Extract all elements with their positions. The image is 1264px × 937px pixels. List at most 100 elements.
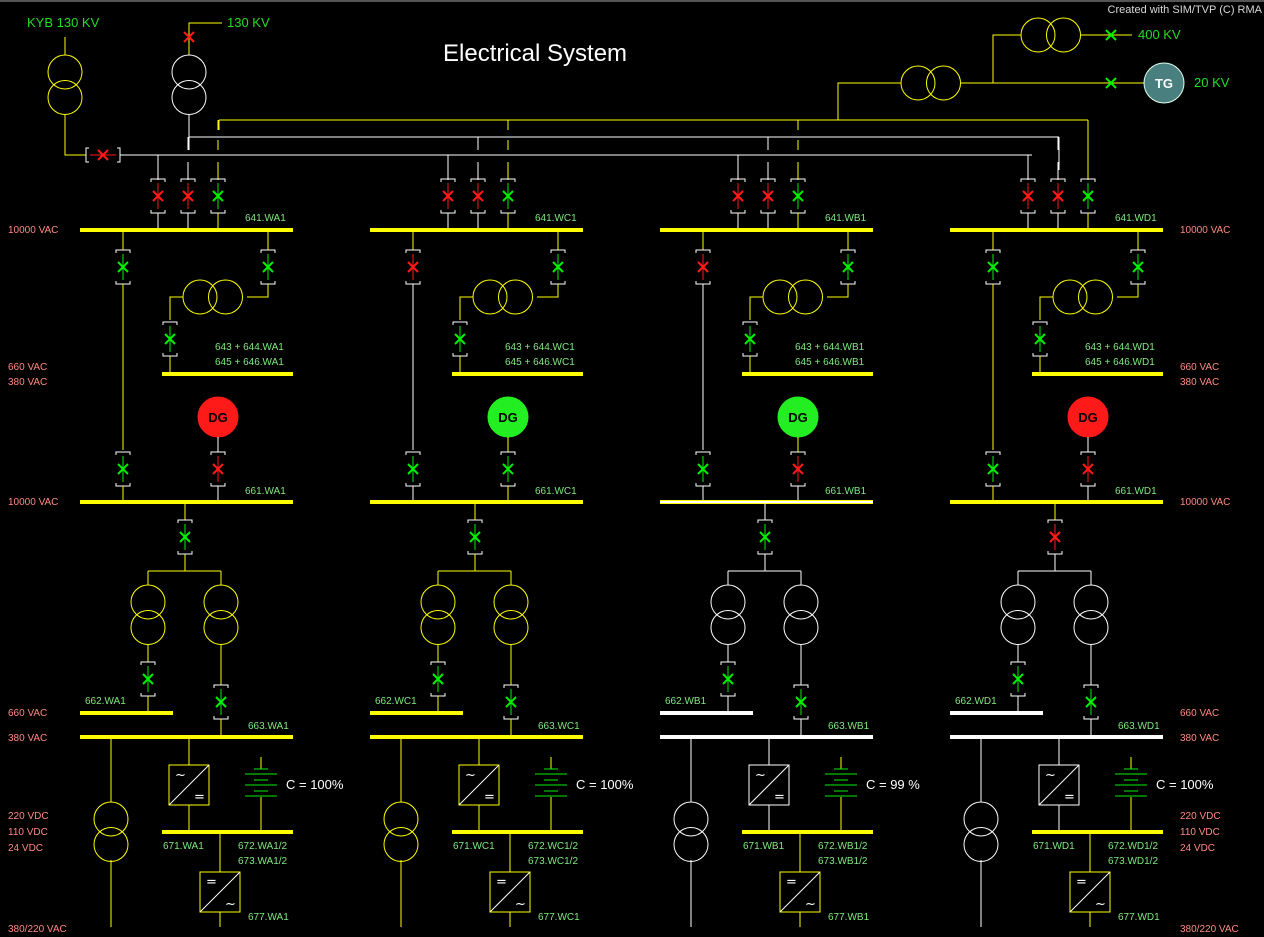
incomer-breaker[interactable]: [730, 178, 746, 214]
dg-breaker[interactable]: [500, 451, 516, 487]
transformer-400kv[interactable]: [1020, 17, 1081, 53]
incomer-breaker[interactable]: [500, 178, 516, 214]
breaker-bracket-bottom: [1032, 353, 1048, 357]
incomer-breaker[interactable]: [440, 178, 456, 214]
distribution-transformer-662[interactable]: [710, 584, 746, 645]
ac-symbol: ~: [1095, 897, 1106, 912]
distribution-transformer-662[interactable]: [130, 584, 166, 645]
tie-breaker-upper[interactable]: [985, 249, 1001, 285]
tie-breaker-upper[interactable]: [115, 249, 131, 285]
aux-transformer[interactable]: [472, 279, 533, 315]
transformer-380-220[interactable]: [93, 801, 129, 862]
breaker-130kv[interactable]: [183, 31, 195, 43]
aux-breaker-hv[interactable]: [550, 249, 566, 285]
feeder-breaker-661[interactable]: [757, 519, 773, 555]
dg-breaker[interactable]: [1080, 451, 1096, 487]
transformer-kyb[interactable]: [47, 54, 83, 115]
incomer-breaker[interactable]: [180, 178, 196, 214]
turbine-generator[interactable]: TG: [1143, 62, 1185, 104]
breaker-bracket-bottom: [757, 551, 773, 555]
tie-breaker-lower[interactable]: [985, 451, 1001, 487]
breaker-bracket-top: [210, 178, 226, 182]
incomer-breaker[interactable]: [1020, 178, 1036, 214]
transformer-380-220[interactable]: [673, 801, 709, 862]
dc-symbol: =: [496, 875, 507, 890]
breaker-bracket-top: [115, 249, 131, 253]
breaker-662[interactable]: [1010, 661, 1026, 697]
breaker-bracket-bottom: [430, 693, 446, 697]
distribution-transformer-663[interactable]: [493, 584, 529, 645]
breaker-663[interactable]: [503, 684, 519, 720]
tie-breaker-lower[interactable]: [695, 451, 711, 487]
breaker-663[interactable]: [793, 684, 809, 720]
aux-breaker-lv[interactable]: [1032, 321, 1048, 357]
aux-transformer[interactable]: [762, 279, 823, 315]
distribution-transformer-663[interactable]: [783, 584, 819, 645]
dg-breaker[interactable]: [790, 451, 806, 487]
transformer-380-220[interactable]: [383, 801, 419, 862]
tie-breaker-lower[interactable]: [115, 451, 131, 487]
incomer-breaker[interactable]: [470, 178, 486, 214]
diesel-generator[interactable]: DG: [197, 396, 239, 438]
rectifier-icon[interactable]: ~=: [748, 764, 790, 806]
aux-transformer[interactable]: [1052, 279, 1113, 315]
dg-breaker[interactable]: [210, 451, 226, 487]
aux-breaker-hv[interactable]: [1130, 249, 1146, 285]
incomer-breaker[interactable]: [760, 178, 776, 214]
rectifier-icon[interactable]: ~=: [168, 764, 210, 806]
inverter-icon[interactable]: =~: [489, 871, 531, 913]
breaker-400kv[interactable]: [1105, 29, 1117, 41]
tie-breaker-kyb[interactable]: [85, 147, 121, 163]
voltage-label-left: 10000 VAC: [8, 225, 58, 236]
bus-label-645: 645 + 646.WC1: [505, 357, 575, 368]
breaker-x-icon: [215, 696, 227, 708]
wire: [1117, 284, 1139, 298]
incomer-breaker[interactable]: [1050, 178, 1066, 214]
distribution-transformer-663[interactable]: [1073, 584, 1109, 645]
feeder-breaker-661[interactable]: [467, 519, 483, 555]
breaker-x-icon: [552, 261, 564, 273]
transformer-380-220[interactable]: [963, 801, 999, 862]
transformer-winding: [472, 279, 508, 315]
incomer-breaker[interactable]: [150, 178, 166, 214]
aux-breaker-hv[interactable]: [840, 249, 856, 285]
breaker-662[interactable]: [720, 661, 736, 697]
feeder-breaker-661[interactable]: [1047, 519, 1063, 555]
incomer-breaker[interactable]: [790, 178, 806, 214]
distribution-transformer-663[interactable]: [203, 584, 239, 645]
diesel-generator[interactable]: DG: [487, 396, 529, 438]
incomer-breaker[interactable]: [210, 178, 226, 214]
breaker-x-icon: [762, 190, 774, 202]
distribution-transformer-662[interactable]: [1000, 584, 1036, 645]
tie-breaker-lower[interactable]: [405, 451, 421, 487]
rectifier-icon[interactable]: ~=: [1038, 764, 1080, 806]
transformer-main[interactable]: [900, 65, 961, 101]
tie-breaker-upper[interactable]: [695, 249, 711, 285]
breaker-663[interactable]: [213, 684, 229, 720]
bus-label-677: 677.WB1: [828, 912, 870, 923]
breaker-tg[interactable]: [1105, 77, 1117, 89]
diesel-generator[interactable]: DG: [777, 396, 819, 438]
diesel-generator[interactable]: DG: [1067, 396, 1109, 438]
breaker-bracket-top: [115, 451, 131, 455]
breaker-662[interactable]: [140, 661, 156, 697]
inverter-icon[interactable]: =~: [199, 871, 241, 913]
transformer-130kv[interactable]: [171, 54, 207, 115]
distribution-transformer-662[interactable]: [420, 584, 456, 645]
rectifier-icon[interactable]: ~=: [458, 764, 500, 806]
feeder-breaker-661[interactable]: [177, 519, 193, 555]
aux-transformer[interactable]: [182, 279, 243, 315]
aux-breaker-lv[interactable]: [742, 321, 758, 357]
breaker-662[interactable]: [430, 661, 446, 697]
generator-label: DG: [208, 410, 228, 425]
aux-breaker-hv[interactable]: [260, 249, 276, 285]
inverter-icon[interactable]: =~: [1069, 871, 1111, 913]
breaker-663[interactable]: [1083, 684, 1099, 720]
aux-breaker-lv[interactable]: [452, 321, 468, 357]
breaker-bracket-bottom: [985, 281, 1001, 285]
generator-circle: [1143, 62, 1185, 104]
tie-breaker-upper[interactable]: [405, 249, 421, 285]
aux-breaker-lv[interactable]: [162, 321, 178, 357]
inverter-icon[interactable]: =~: [779, 871, 821, 913]
incomer-breaker[interactable]: [1080, 178, 1096, 214]
